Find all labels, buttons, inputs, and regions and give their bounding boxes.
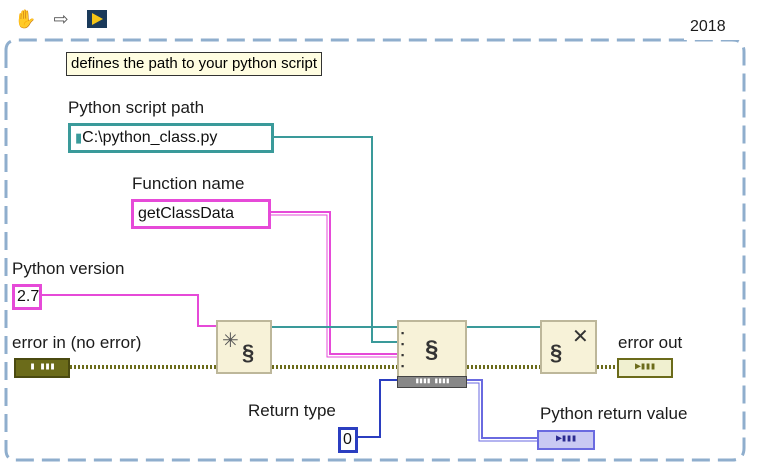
error-in-terminal[interactable]: ▮ ▮▮▮	[14, 358, 70, 378]
function-name-label: Function name	[132, 174, 245, 193]
return-type-wire	[357, 379, 410, 438]
return-type-value: 0	[343, 431, 352, 448]
error-out-terminal: ▶▮▮▮	[617, 358, 673, 378]
function-name-wire	[271, 211, 397, 355]
script-path-value: C:\python_class.py	[82, 129, 218, 146]
return-type-label: Return type	[248, 401, 336, 420]
function-name-control[interactable]: getClassData	[131, 199, 271, 229]
return-type-control[interactable]: 0	[338, 427, 358, 453]
python-return-terminal: ▶▮▮▮	[537, 430, 595, 450]
error-in-label: error in (no error)	[12, 333, 142, 352]
python-node-arg-terminals[interactable]: ▮▮▮▮ ▮▮▮▮	[397, 376, 467, 388]
close-python-session-node[interactable]: § ✕	[540, 320, 597, 374]
python-return-label: Python return value	[540, 404, 688, 423]
python-version-control[interactable]: 2.7	[12, 284, 42, 310]
structure-label: 2018	[690, 18, 726, 35]
labview-run-icon[interactable]	[86, 8, 108, 30]
close-x-icon: ✕	[572, 326, 589, 348]
path-icon: ▮	[75, 130, 83, 145]
python-version-value: 2.7	[17, 288, 40, 305]
python-snake-icon: §	[425, 336, 439, 363]
error-out-label: error out	[618, 333, 683, 352]
path-wire	[274, 136, 397, 343]
python-snake-icon: §	[242, 340, 255, 365]
python-node[interactable]: § ▪▪▪▪	[397, 320, 467, 378]
python-version-label: Python version	[12, 259, 125, 278]
return-value-wire	[455, 379, 537, 439]
forward-arrow-icon[interactable]: ⇨	[53, 9, 69, 29]
script-path-control[interactable]: ▮C:\python_class.py	[68, 123, 274, 153]
return-value-wire-2	[452, 382, 537, 442]
script-path-label: Python script path	[68, 98, 205, 117]
python-snake-icon: §	[550, 340, 563, 365]
structure-label-box	[684, 16, 740, 40]
session-open-icon: ✳	[222, 330, 239, 352]
comment-text: defines the path to your python script	[66, 52, 322, 76]
hand-icon[interactable]: ✋	[14, 9, 37, 29]
function-name-value: getClassData	[138, 205, 235, 222]
open-python-session-node[interactable]: ✳ §	[216, 320, 272, 374]
function-name-wire-2	[271, 214, 397, 358]
structure-frame	[4, 38, 746, 462]
input-terminals-icon: ▪▪▪▪	[401, 328, 405, 371]
python-version-wire	[41, 294, 218, 327]
